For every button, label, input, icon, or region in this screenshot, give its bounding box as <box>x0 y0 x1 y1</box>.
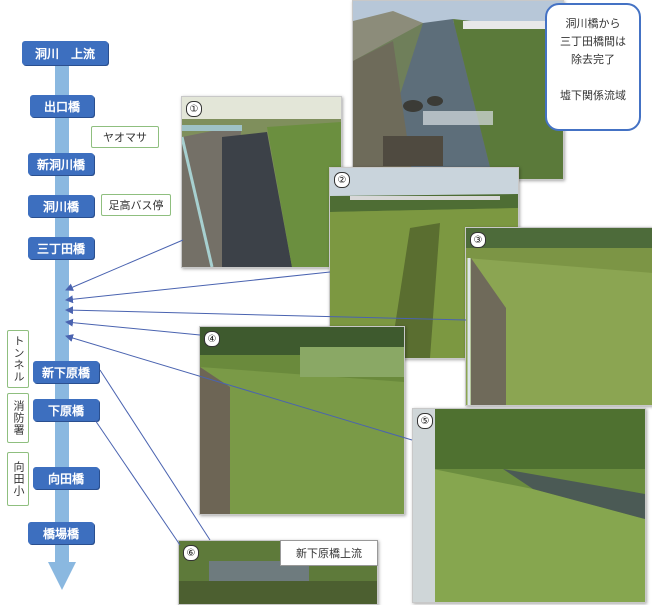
leader-line-6b <box>94 419 181 546</box>
bridge-deguchi: 出口橋 <box>30 95 94 117</box>
callout-line-4: 墟下関係流域 <box>560 89 626 102</box>
river-flow-bar <box>55 62 69 562</box>
upstream-label: 洞川 上流 <box>22 41 108 65</box>
photo-6-number: ⑥ <box>183 545 199 561</box>
photo-5: ⑤ <box>412 408 646 603</box>
photo-6-caption: 新下原橋上流 <box>280 540 378 566</box>
landmark-tunnel: トンネル <box>7 330 29 388</box>
photo-1: ① <box>181 96 342 268</box>
photo-5-number: ⑤ <box>417 413 433 429</box>
photo-3-number: ③ <box>470 232 486 248</box>
bridge-dokawa: 洞川橋 <box>28 195 94 217</box>
photo-4: ④ <box>199 326 405 515</box>
callout-spacer <box>547 69 639 87</box>
leader-line-4 <box>65 318 201 336</box>
callout-line-1: 洞川橋から <box>565 17 621 30</box>
photo-4-number: ④ <box>204 331 220 347</box>
bridge-shin-dokawa: 新洞川橋 <box>28 153 94 175</box>
callout-line-2: 三丁田橋間は <box>560 35 626 48</box>
landmark-fire-station: 消防署 <box>7 393 29 443</box>
downstream-arrow-icon <box>48 562 76 590</box>
landmark-school: 向田小 <box>7 452 29 506</box>
photo-1-number: ① <box>186 101 202 117</box>
status-callout: 洞川橋から 三丁田橋間は 除去完了 墟下関係流域 <box>545 3 641 131</box>
photo-3: ③ <box>465 227 652 406</box>
photo-2-number: ② <box>334 172 350 188</box>
bridge-mukaida: 向田橋 <box>33 467 99 489</box>
bridge-hashiba: 橋場橋 <box>28 522 94 544</box>
bridge-shin-shimohara: 新下原橋 <box>33 361 99 383</box>
callout-line-3: 除去完了 <box>571 53 615 66</box>
leader-line-6a <box>99 369 211 541</box>
landmark-bus-stop: 足高バス停 <box>101 194 171 216</box>
photo-top-river <box>352 0 564 180</box>
landmark-yaomasa: ヤオマサ <box>91 126 159 148</box>
bridge-sanchoda: 三丁田橋 <box>28 237 94 259</box>
leader-line-2 <box>65 271 331 304</box>
bridge-shimohara: 下原橋 <box>33 399 99 421</box>
